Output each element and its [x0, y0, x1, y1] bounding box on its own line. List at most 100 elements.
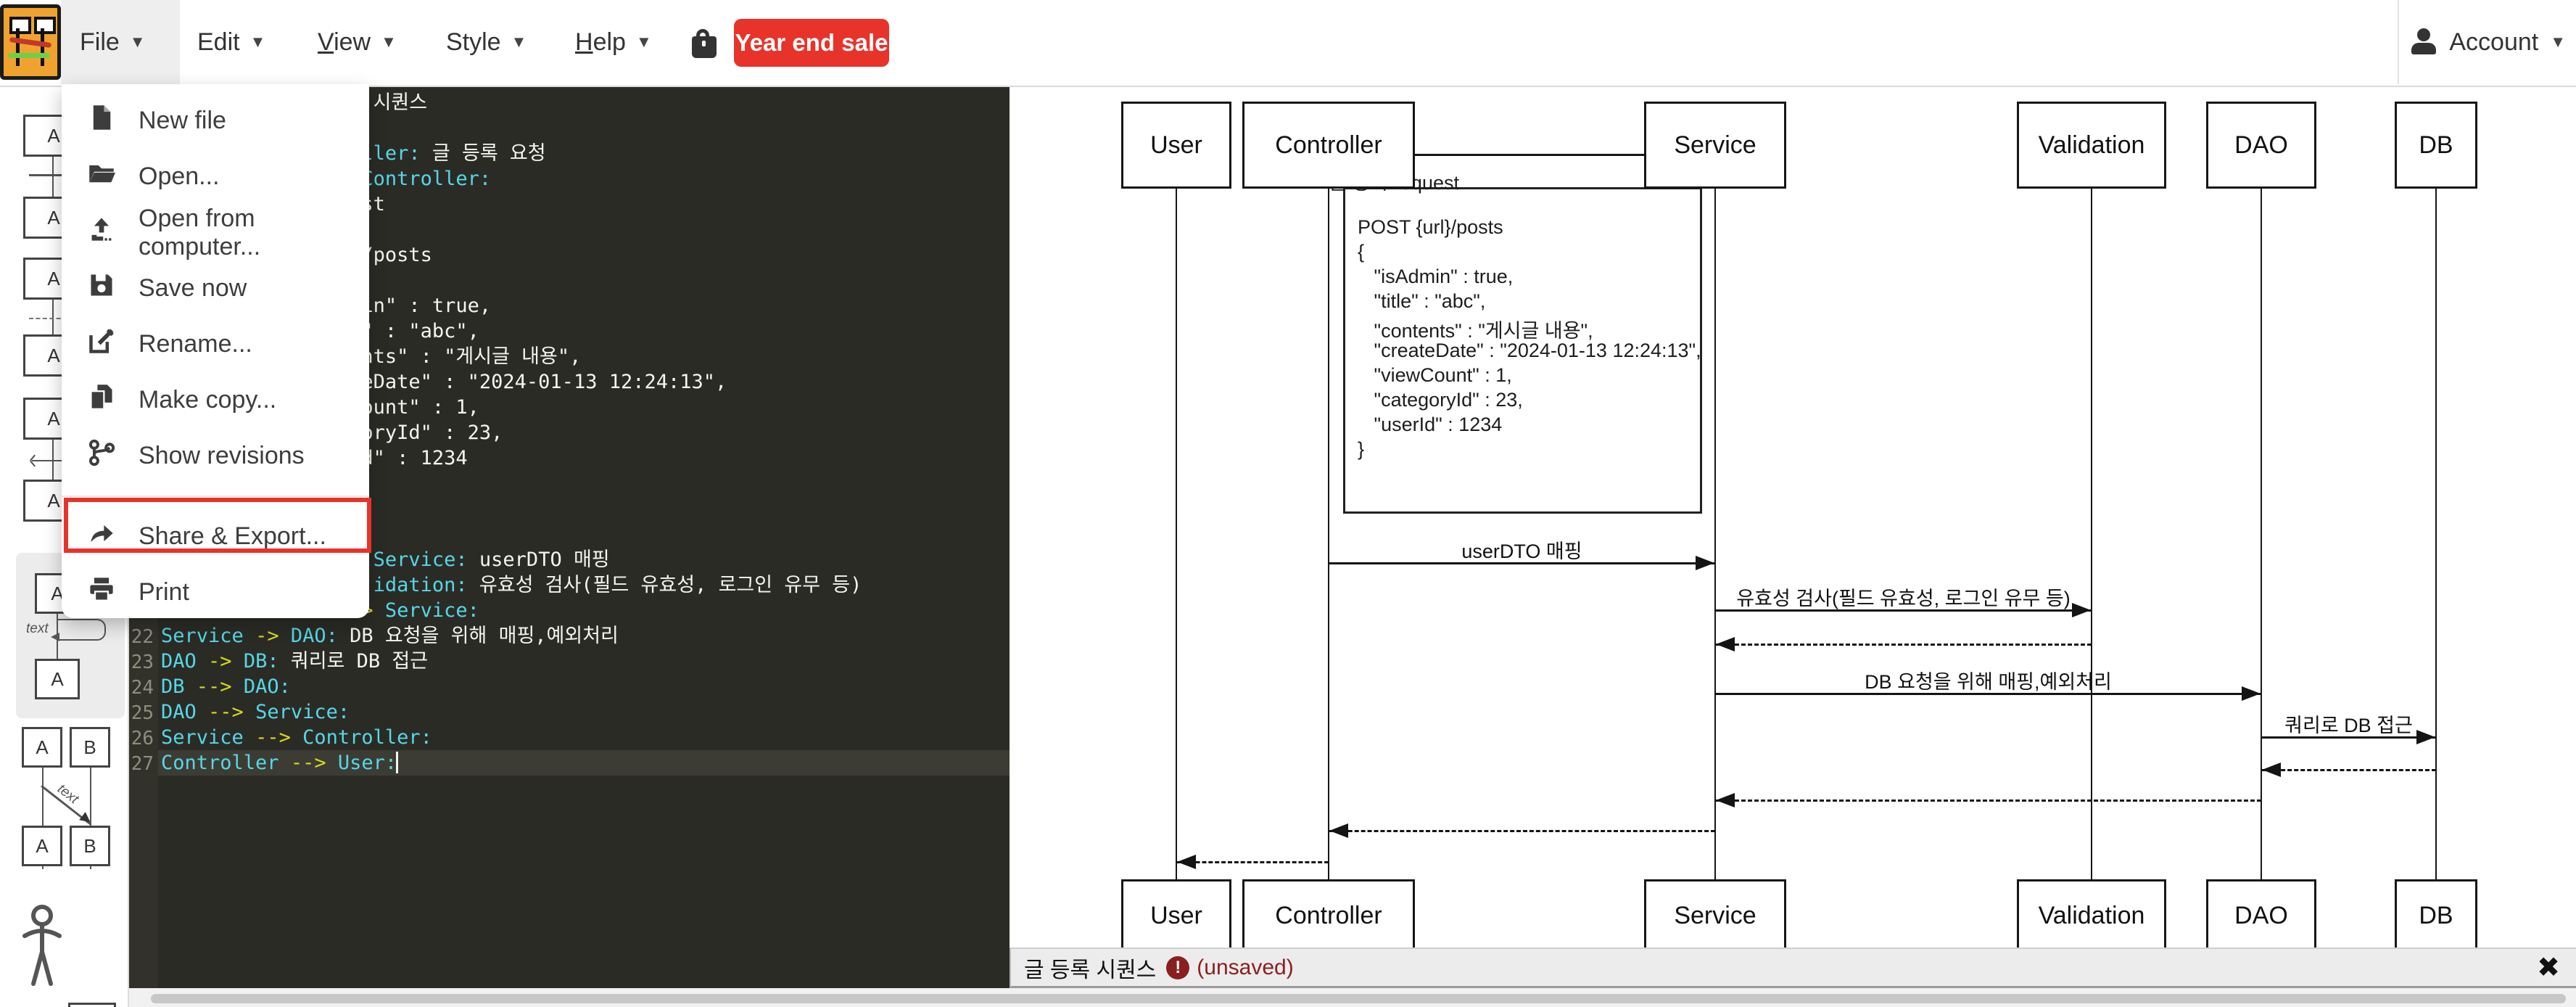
participant-footer-user: User [1121, 879, 1231, 952]
file-menu-item-new-file[interactable]: New file [62, 93, 369, 149]
request-note-box [1343, 187, 1702, 514]
code-line: DAO --> Service: [161, 701, 350, 723]
participant-header-user: User [1121, 102, 1231, 189]
menu-divider [62, 496, 369, 497]
folder-icon [88, 160, 115, 194]
code-line: /posts [361, 244, 432, 266]
header-connector-line [1415, 154, 1644, 156]
code-line: DAO -> DB: 쿼리로 DB 접근 [161, 650, 429, 673]
note-json-line: "categoryId" : 23, [1358, 389, 1523, 411]
note-json-line: { [1358, 241, 1365, 263]
shopping-bag-icon[interactable] [690, 28, 719, 59]
palette-lifeline [90, 768, 91, 869]
menu-help[interactable]: Help▼ [575, 0, 652, 84]
message-label: 유효성 검사(필드 유효성, 로그인 유무 등) [1736, 588, 2071, 609]
message-label: userDTO 매핑 [1461, 541, 1582, 562]
chevron-down-icon: ▼ [2550, 33, 2566, 51]
lifeline-user [1176, 189, 1177, 879]
participant-header-dao: DAO [2206, 102, 2316, 189]
file-menu-item-open[interactable]: Open... [62, 149, 369, 205]
account-menu[interactable]: Account ▼ [2410, 0, 2566, 84]
note-json-line: "viewCount" : 1, [1358, 364, 1512, 386]
palette-arrow-line [32, 460, 81, 461]
palette-participant-box-b: B [70, 826, 110, 866]
message-line-7 [1715, 800, 2261, 802]
code-line: nts" : "게시글 내용", [161, 345, 582, 368]
lifeline-db [2435, 189, 2437, 879]
menu-item-label: Open from computer... [139, 204, 261, 260]
menu-item-label: Share & Export... [139, 522, 326, 550]
unsaved-label: (unsaved) [1197, 955, 1294, 979]
copy-icon [88, 383, 115, 417]
branch-icon [88, 439, 115, 473]
top-toolbar: File▼ Edit▼ View▼ Style▼ Help▼ Year end sale… [0, 0, 2576, 87]
palette-text-label: text [54, 781, 82, 807]
account-label: Account [2449, 28, 2539, 56]
file-menu-item-show-revisions[interactable]: Show revisions [62, 428, 369, 484]
note-json-line: "contents" : "게시글 내용", [1358, 320, 1593, 342]
palette-lifeline [42, 768, 44, 869]
menu-view[interactable]: View▼ [318, 0, 397, 84]
app-logo-icon[interactable] [0, 4, 61, 80]
person-icon [2410, 28, 2437, 56]
note-json-line: "isAdmin" : true, [1358, 266, 1514, 287]
horizontal-scrollbar-thumb[interactable] [151, 994, 2566, 1003]
code-line: Service: userDTO 매핑 [373, 548, 610, 571]
year-end-sale-button[interactable]: Year end sale [734, 19, 889, 67]
line-number: 24 [131, 677, 154, 699]
participant-footer-dao: DAO [2206, 879, 2316, 952]
line-number: 27 [131, 753, 154, 775]
menu-file[interactable]: File▼ [80, 0, 146, 84]
diagram-title: 글 등록 시퀀스 [1024, 958, 1157, 982]
palette-participant-box: A [35, 659, 80, 699]
message-arrowhead [2072, 603, 2091, 617]
unsaved-warning-icon: ! [1166, 955, 1190, 979]
code-line: ller: 글 등록 요청 [361, 142, 546, 165]
doc-icon [88, 104, 115, 138]
code-line: Service -> DAO: DB 요청을 위해 매핑,예외처리 [161, 625, 619, 647]
code-line: DB --> DAO: [161, 675, 291, 698]
menu-item-label: Make copy... [139, 386, 277, 414]
participant-header-controller: Controller [1242, 102, 1415, 189]
upload-icon [88, 215, 115, 250]
lifeline-controller [1328, 189, 1329, 879]
palette-participant-box: A [22, 826, 62, 866]
chevron-down-icon: ▼ [249, 33, 266, 51]
logo-participant-right [34, 17, 56, 34]
file-menu-open-background [61, 0, 180, 84]
share-icon [88, 519, 115, 554]
message-line-2 [1715, 609, 2092, 612]
message-line-4 [1715, 693, 2261, 695]
file-menu-item-save-now[interactable]: Save now [62, 260, 369, 316]
file-menu-item-open-from-computer[interactable]: Open from computer... [62, 205, 369, 260]
message-label: DB 요청을 위해 매핑,예외처리 [1865, 671, 2112, 693]
menu-style[interactable]: Style▼ [446, 0, 527, 84]
message-line-8 [1329, 830, 1715, 832]
file-menu-item-rename[interactable]: Rename... [62, 316, 369, 372]
palette-participant-box-b: B [70, 727, 110, 768]
message-line-1 [1329, 562, 1715, 564]
file-menu-item-share-export[interactable]: Share & Export... [62, 509, 369, 564]
note-json-line: POST {url}/posts [1358, 216, 1503, 238]
file-menu-item-print[interactable]: Print [62, 564, 369, 620]
file-menu-item-make-copy[interactable]: Make copy... [62, 372, 369, 428]
logo-participant-left [9, 17, 31, 34]
menu-item-label: Rename... [139, 330, 252, 358]
toolbar-divider [2398, 0, 2399, 84]
message-line-3 [1715, 644, 2092, 646]
close-icon[interactable]: ✖ [2537, 953, 2560, 983]
message-line-9 [1176, 861, 1329, 863]
logo-lifeline-left [16, 28, 20, 66]
message-arrowhead [1177, 855, 1196, 869]
diagram-canvas[interactable] [1010, 86, 2576, 948]
participant-footer-db: DB [2395, 879, 2477, 952]
participant-footer-validation: Validation [2017, 879, 2166, 952]
code-line: Controller: [361, 168, 492, 190]
print-icon [88, 575, 115, 609]
message-arrowhead [2262, 763, 2281, 777]
code-line: idation: 유효성 검사(필드 유효성, 로그인 유무 등) [373, 574, 862, 596]
participant-header-validation: Validation [2017, 102, 2166, 189]
menu-edit[interactable]: Edit▼ [197, 0, 265, 84]
code-line: ount" : 1, [361, 396, 479, 419]
line-number: 23 [131, 652, 154, 673]
